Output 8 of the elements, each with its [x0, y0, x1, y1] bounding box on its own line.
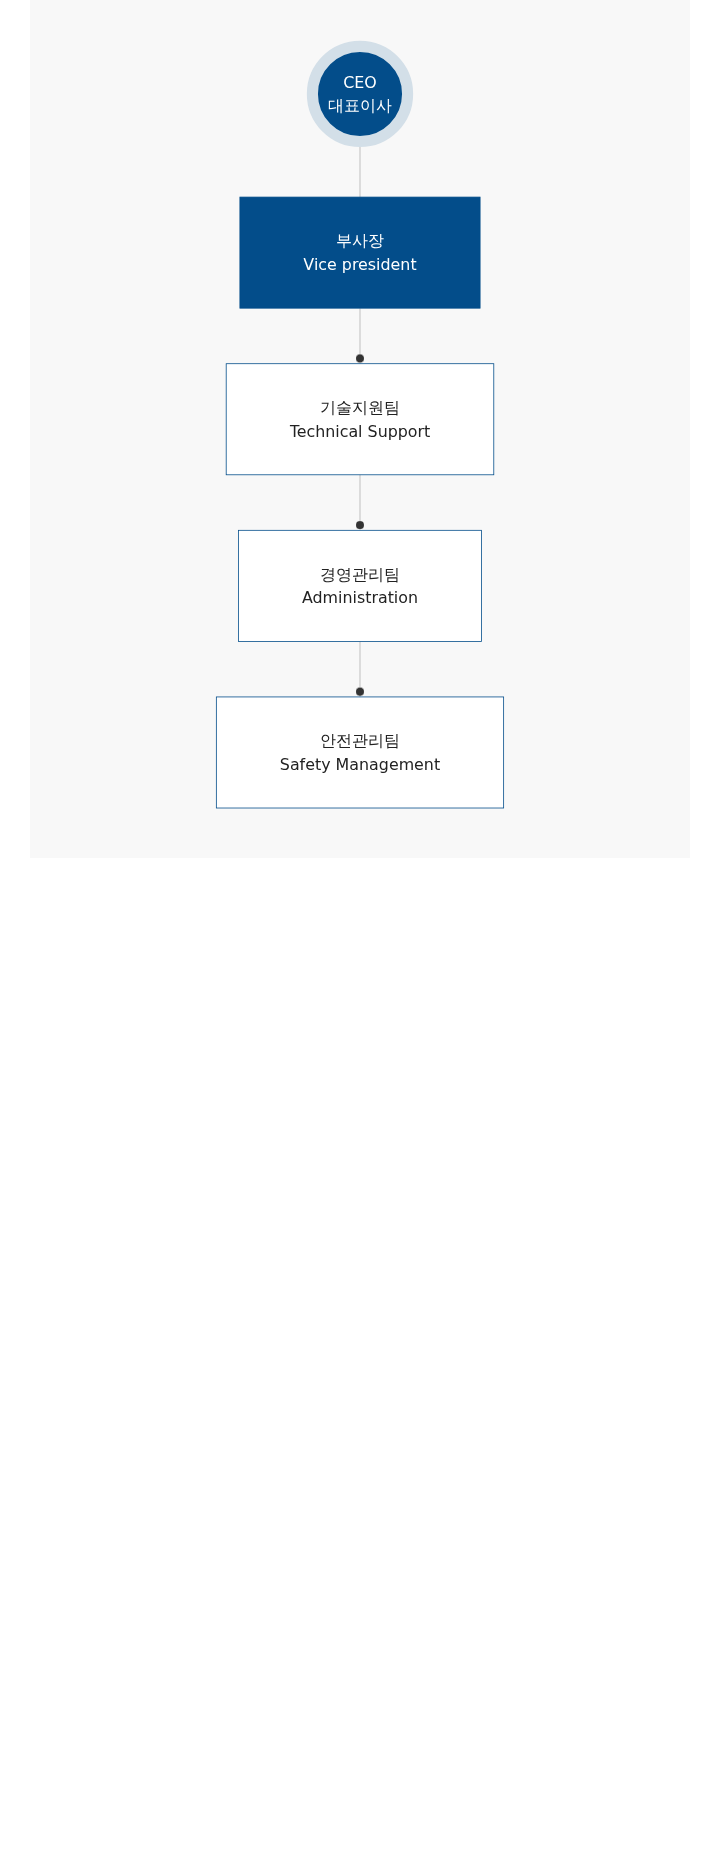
connector — [355, 640, 365, 698]
node-box: 기술지원팀 Technical Support — [225, 363, 495, 476]
node-box: 경영관리팀 Administration — [238, 529, 482, 642]
node-circle: CEO 대표이사 — [306, 40, 414, 148]
node-box: 부사장 Vice president — [239, 196, 481, 309]
node-box: 안전관리팀 Safety Management — [215, 696, 505, 809]
connector — [355, 307, 365, 365]
connector — [355, 474, 365, 531]
